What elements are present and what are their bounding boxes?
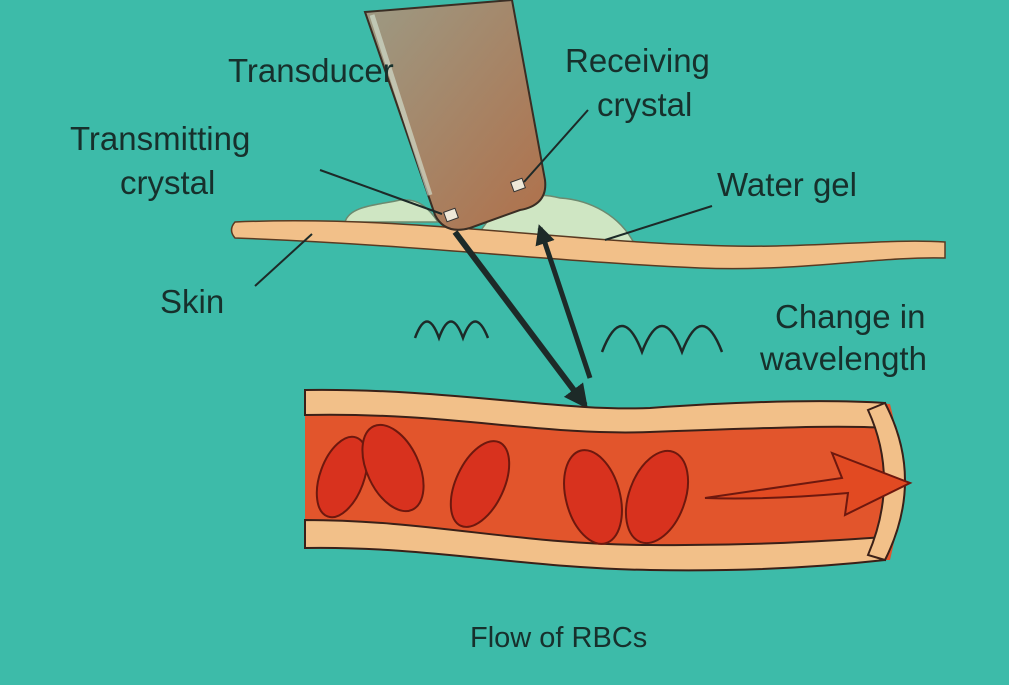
- label-transmitting: Transmitting: [70, 120, 250, 157]
- label-receiving: Receiving: [565, 42, 710, 79]
- short-wave-icon: [413, 320, 490, 342]
- long-wave-icon: [600, 324, 724, 356]
- label-water-gel: Water gel: [717, 166, 857, 203]
- red-blood-cell: [449, 440, 511, 528]
- label-flow-of-rbcs: Flow of RBCs: [470, 622, 647, 654]
- receiving-crystal: [510, 177, 526, 193]
- label-change-in: Change in: [775, 298, 925, 335]
- flow-direction-arrow: [704, 451, 913, 517]
- label-receiving-crystal: crystal: [597, 86, 692, 123]
- transmitting-crystal: [443, 207, 459, 223]
- label-transducer: Transducer: [228, 52, 394, 89]
- leader-water-gel: [604, 205, 713, 241]
- water-gel-left: [343, 199, 440, 223]
- leader-receiving: [523, 109, 589, 183]
- label-transmitting-crystal: crystal: [120, 164, 215, 201]
- label-skin: Skin: [160, 283, 224, 320]
- red-blood-cell: [624, 449, 690, 545]
- label-wavelength: wavelength: [759, 340, 927, 377]
- leader-skin: [254, 233, 313, 287]
- transmitted-beam-arrow: [452, 230, 588, 409]
- red-blood-cell: [563, 449, 623, 545]
- leader-transmitting: [319, 169, 443, 215]
- red-blood-cell: [315, 435, 369, 519]
- reflected-beam-arrow: [535, 224, 593, 379]
- transducer-probe: [363, 0, 547, 231]
- red-blood-cell: [361, 423, 425, 513]
- transducer-highlight: [369, 14, 433, 196]
